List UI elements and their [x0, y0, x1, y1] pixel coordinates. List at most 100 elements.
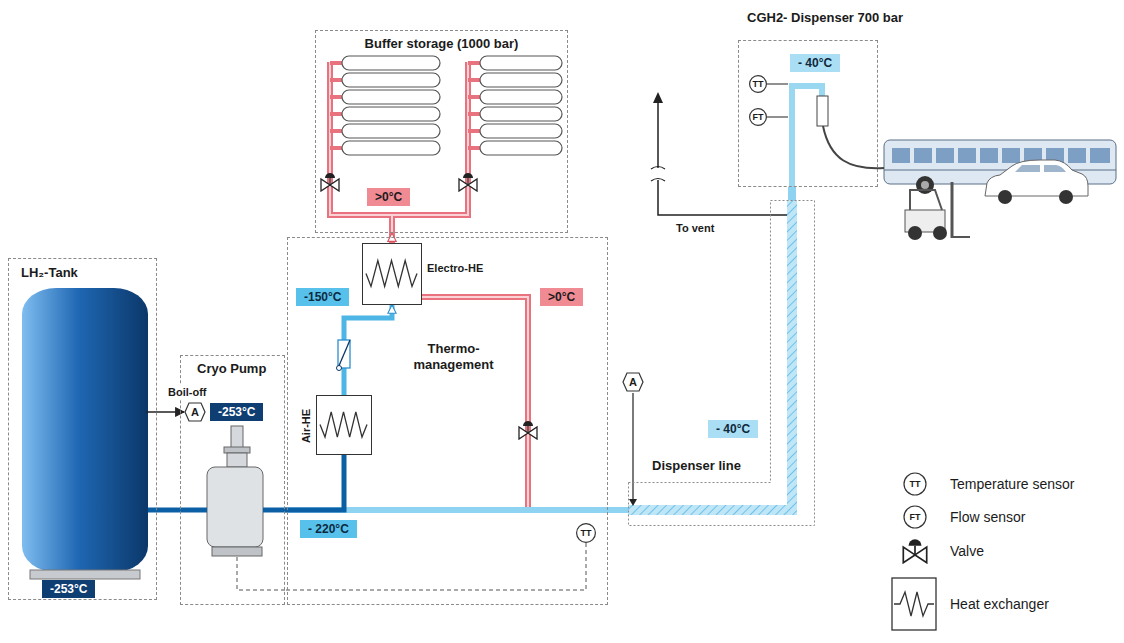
boil-off-line [146, 411, 157, 413]
temperature-tag: -253°C [42, 580, 95, 598]
nozzle [817, 96, 828, 126]
thermo-management-region: Thermo- management Electro-HE -150°C >0°C Ai… [287, 237, 608, 605]
hexagon [623, 373, 643, 391]
pipe [148, 508, 157, 513]
sensor-circle [750, 76, 767, 93]
heat-exchanger-zigzag [894, 592, 934, 616]
forklift-cab [910, 190, 942, 210]
buffer-pipes [330, 62, 480, 233]
pipe [157, 508, 180, 513]
warm-pipe [422, 297, 628, 510]
hose [823, 126, 884, 168]
legend-item: Flow sensor [950, 509, 1025, 525]
legend-sensor-symbol [904, 473, 926, 495]
bottle [342, 141, 440, 155]
bus-stripe [884, 170, 1116, 171]
node-label: Electro-HE [427, 261, 483, 275]
temperature-sensor: TT [749, 75, 767, 93]
node-label: A [629, 375, 637, 389]
node-label: -150°C [304, 289, 341, 305]
node-label: -253°C [218, 404, 255, 420]
pipe [344, 305, 392, 395]
region-heading: Thermo- management [401, 341, 506, 373]
heat-exchanger-outline [363, 244, 420, 303]
sensor-code: FT [905, 507, 925, 527]
dispenser-line-region: Dispenser line [628, 200, 815, 526]
temperature-tag: >0°C [367, 188, 410, 206]
boil-off-label: Boil-off [166, 385, 208, 399]
temperature-tag: - 220°C [300, 520, 357, 538]
break-mark [651, 167, 665, 182]
air-valve [337, 340, 351, 371]
heat-exchanger: Air-HE [316, 395, 372, 455]
heat-exchanger: Electro-HE [362, 243, 422, 305]
bottle [342, 90, 440, 104]
region-heading: Buffer storage (1000 bar) [316, 36, 567, 52]
forklift-fork [952, 236, 970, 238]
warm-pipe [389, 233, 395, 243]
node-label: -253°C [50, 581, 87, 597]
bottle [480, 90, 562, 104]
pipe [788, 187, 796, 200]
pipe [285, 455, 344, 510]
pump-body [207, 467, 263, 547]
bottle [342, 124, 440, 138]
temperature-tag: >0°C [540, 288, 583, 306]
dotted-outline [629, 201, 815, 526]
bottle-stub [330, 63, 480, 148]
gas-bottles [342, 56, 562, 155]
warm-pipe [392, 233, 393, 243]
pipe [263, 508, 285, 513]
node-label: - 40°C [798, 55, 832, 71]
temperature-sensor: TT [576, 523, 596, 543]
hub [921, 181, 929, 189]
temperature-tag: -150°C [296, 288, 349, 306]
lh2-tank [22, 288, 148, 572]
bottle [480, 107, 562, 121]
sensor-circle [750, 109, 767, 126]
bus-windows [892, 148, 1110, 163]
legend-text: Flow sensor [950, 509, 1025, 525]
car [985, 160, 1088, 204]
tank-stand [30, 570, 140, 579]
region-outline [628, 200, 815, 526]
node-label: Air-HE [299, 409, 313, 443]
node-label: >0°C [375, 189, 402, 205]
bottle [480, 124, 562, 138]
temperature-tag: - 40°C [708, 420, 758, 438]
legend-valve-symbol [903, 539, 926, 562]
legend-item: Heat exchanger [950, 596, 1049, 612]
node-label: - 40°C [716, 421, 750, 437]
valve-pivot [337, 366, 342, 371]
bottle [342, 73, 440, 87]
legend-heat-exchanger-symbol [892, 578, 936, 630]
legend-text: Temperature sensor [950, 476, 1075, 492]
pipe [344, 305, 392, 395]
bottle [480, 141, 562, 155]
heat-exchanger-outline [317, 396, 370, 453]
region-heading: Cryo Pump [197, 361, 266, 377]
control-line [237, 556, 285, 590]
bottle [480, 56, 562, 70]
pipe [792, 187, 793, 200]
legend-item: Temperature sensor [950, 476, 1075, 492]
analyser-leader [632, 393, 633, 500]
forklift [905, 182, 970, 240]
node-label: >0°C [548, 289, 575, 305]
lh2-tank-region: LH₂-Tank-253°C [8, 258, 157, 600]
manifold [330, 62, 468, 215]
pump-base [212, 547, 262, 556]
vent-arrow [653, 92, 663, 103]
sensor-circle [577, 524, 596, 543]
legend-text: Heat exchanger [950, 596, 1049, 612]
car-windows [1015, 165, 1066, 172]
hexagon [185, 403, 205, 421]
heat-exchanger-zigzag [366, 261, 417, 287]
manifold-core [330, 62, 468, 233]
forklift-mast [951, 182, 954, 238]
valve-slash [338, 340, 350, 368]
node-label: FT [753, 112, 764, 122]
heat-exchanger-zigzag [320, 412, 367, 437]
sensor-code: TT [905, 474, 925, 494]
